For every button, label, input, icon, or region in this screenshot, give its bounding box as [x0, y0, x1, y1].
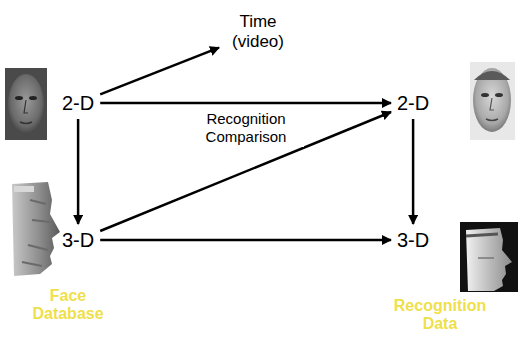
node-text: 3-D [397, 228, 429, 252]
face-3d-model-left [12, 182, 60, 276]
diagram-node: 3-D [56, 224, 100, 256]
face-photo-left [5, 68, 47, 140]
face-photo-right [470, 62, 515, 140]
diagram-node: 3-D [391, 224, 435, 256]
database-caption: Face Database [23, 287, 113, 324]
node-text: 2-D [397, 91, 429, 115]
arrow-connector [77, 119, 80, 224]
diagram-node: Time (video) [219, 8, 297, 57]
face-3d-model-right [460, 222, 518, 292]
diagram-node: 2-D [391, 87, 435, 119]
diagram-node: 2-D [56, 87, 100, 119]
arrow-connector [412, 119, 415, 224]
edge-label: Recognition Comparison [188, 109, 304, 147]
arrow-connector [100, 239, 391, 242]
node-text: 2-D [62, 91, 94, 115]
node-text: Time (video) [225, 12, 291, 53]
arrow-connector [100, 48, 219, 95]
database-caption: Recognition Data [380, 297, 500, 334]
node-text: 3-D [62, 228, 94, 252]
arrow-connector [100, 102, 391, 105]
